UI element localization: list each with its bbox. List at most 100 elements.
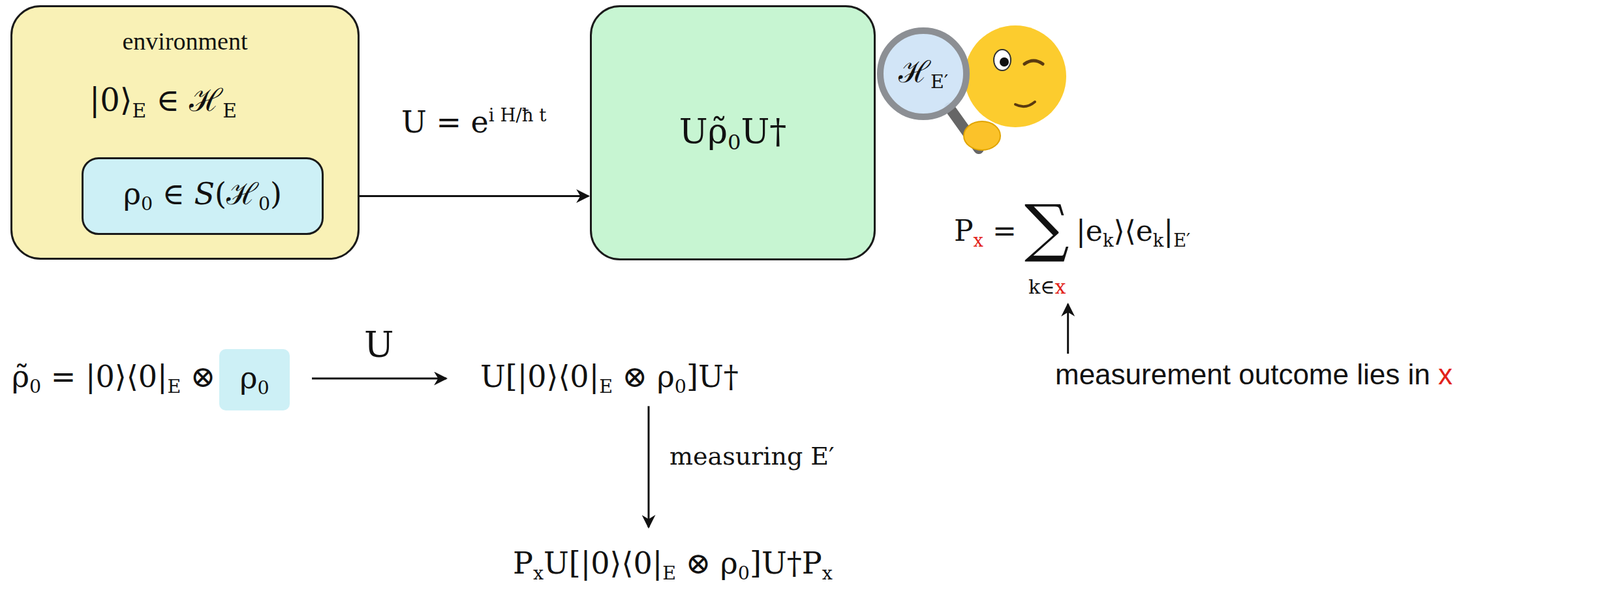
- arrow-label: measuring E′: [669, 441, 835, 472]
- text-run: ]U†: [686, 358, 739, 395]
- text-run: ρ̃: [11, 358, 30, 395]
- text-run: =: [983, 214, 1017, 248]
- box-text: ρ0: [239, 360, 269, 400]
- text-run: U = e: [401, 104, 489, 140]
- text-run: E: [167, 375, 181, 398]
- text-run: x: [1054, 275, 1066, 299]
- text-run: 0: [727, 129, 742, 155]
- text-run: measurement outcome lies in: [1055, 358, 1439, 391]
- text-run: E′: [930, 71, 949, 93]
- edge-label-holder: U = ei H/ħ t: [401, 104, 547, 141]
- text-run: |0⟩: [89, 81, 132, 119]
- text-run: ∈: [152, 176, 194, 212]
- emoji-wink: [1024, 60, 1043, 64]
- arrow-label-holder: U: [364, 324, 395, 367]
- highlight-box: ρ0: [219, 349, 290, 411]
- magnifier-lens: [880, 30, 967, 117]
- text-run: ⊗ ρ: [676, 545, 739, 581]
- sum-index: k∈x: [1028, 275, 1066, 299]
- text-run: |e: [1076, 214, 1103, 248]
- text-run: x: [1438, 358, 1453, 391]
- arrow-label-holder: measuring E′: [669, 441, 835, 472]
- text-run: k∈: [1028, 275, 1055, 299]
- box-text: ρ0 ∈ S(ℋ0): [123, 176, 282, 216]
- text-run: 0: [738, 562, 750, 585]
- text-run: ρ: [123, 176, 141, 212]
- text-run: k: [1102, 230, 1114, 251]
- text-run: E′: [1173, 230, 1191, 251]
- text-run: (ℋ: [214, 176, 259, 212]
- emoji-pupil: [999, 57, 1009, 67]
- text-run: i H/ħ t: [488, 104, 547, 126]
- sum-symbol-holder: ∑: [1024, 190, 1070, 266]
- text-run: P: [512, 545, 534, 581]
- text-run: 0: [140, 193, 153, 215]
- text-run: environment: [122, 27, 248, 55]
- text-run: E: [662, 562, 677, 585]
- emoji-face: [964, 25, 1067, 128]
- text-run: x: [822, 562, 833, 585]
- text-run: ρ: [239, 360, 258, 396]
- text-run: U[|0⟩⟨0|: [543, 545, 663, 581]
- state-formula: U[|0⟩⟨0|E ⊗ ρ0]U†: [480, 358, 739, 399]
- text-run: x: [533, 562, 544, 585]
- emoji-mouth: [1015, 101, 1035, 107]
- hilbert-space-label-holder: ℋE′: [898, 54, 949, 94]
- text-run: ⊗: [180, 358, 216, 395]
- text-run: E: [222, 98, 237, 122]
- text-run: ℋ: [898, 54, 931, 90]
- box-text: environment: [12, 26, 358, 57]
- text-run: measuring E′: [669, 441, 835, 471]
- text-run: U: [364, 324, 395, 366]
- text-run: Uρ̃: [679, 111, 728, 151]
- state-formula: PxU[|0⟩⟨0|E ⊗ ρ0]U†Px: [512, 545, 833, 585]
- evolved-state-box: Uρ̃0U†: [589, 5, 876, 261]
- state-formula-holder: ρ̃0 = |0⟩⟨0|E ⊗: [11, 358, 216, 399]
- subsystem-box: ρ0 ∈ S(ℋ0): [81, 157, 324, 235]
- emoji-hand: [963, 121, 1001, 151]
- text-run: |: [1163, 214, 1174, 248]
- state-formula-holder: U[|0⟩⟨0|E ⊗ ρ0]U†: [480, 358, 739, 399]
- projector-formula: Px =: [953, 214, 1017, 252]
- state-formula: ρ̃0 = |0⟩⟨0|E ⊗: [11, 358, 216, 399]
- text-run: U[|0⟩⟨0|: [480, 358, 600, 395]
- projector-formula-holder: Px =: [953, 214, 1017, 252]
- text-run: P: [953, 214, 974, 248]
- text-run: x: [973, 230, 984, 251]
- text-run: 0: [258, 193, 271, 215]
- environment-box: environment|0⟩E ∈ ℋEρ0 ∈ S(ℋ0): [10, 5, 360, 260]
- box-formula: |0⟩E ∈ ℋE: [89, 81, 358, 123]
- text-run: 0: [257, 377, 269, 399]
- annotation-note-holder: measurement outcome lies in x: [1055, 357, 1453, 393]
- annotation-note: measurement outcome lies in x: [1055, 357, 1453, 393]
- text-run: 0: [674, 375, 687, 398]
- connector-arrow: [359, 195, 589, 198]
- hilbert-space-label: ℋE′: [898, 54, 949, 94]
- text-run: E: [131, 98, 147, 122]
- text-run: U†: [741, 111, 787, 151]
- emoji-eye: [993, 49, 1011, 71]
- sum-index-holder: k∈x: [1028, 275, 1066, 299]
- projector-formula-holder: |ek⟩⟨ek|E′: [1076, 214, 1191, 252]
- text-run: ∈ ℋ: [146, 81, 223, 119]
- text-run: ): [270, 176, 282, 212]
- state-formula-holder: PxU[|0⟩⟨0|E ⊗ ρ0]U†Px: [512, 545, 833, 585]
- box-text: Uρ̃0U†: [679, 110, 787, 156]
- text-run: S: [193, 176, 215, 212]
- text-run: k: [1153, 230, 1165, 251]
- text-run: 0: [29, 375, 42, 398]
- observer-emoji: [880, 25, 1067, 151]
- measurement-arrow: [647, 405, 650, 528]
- text-run: ⟩⟨e: [1113, 214, 1153, 248]
- sum-symbol: ∑: [1024, 190, 1070, 266]
- text-run: = |0⟩⟨0|: [41, 358, 168, 395]
- projector-formula: |ek⟩⟨ek|E′: [1076, 214, 1191, 252]
- text-run: ∑: [1024, 191, 1070, 265]
- evolution-arrow: [311, 377, 447, 380]
- text-run: ]U†P: [749, 545, 823, 581]
- text-run: ⊗ ρ: [612, 358, 675, 395]
- leader-arrow: [1066, 304, 1069, 354]
- edge-label: U = ei H/ħ t: [401, 104, 547, 141]
- arrow-label: U: [364, 324, 395, 367]
